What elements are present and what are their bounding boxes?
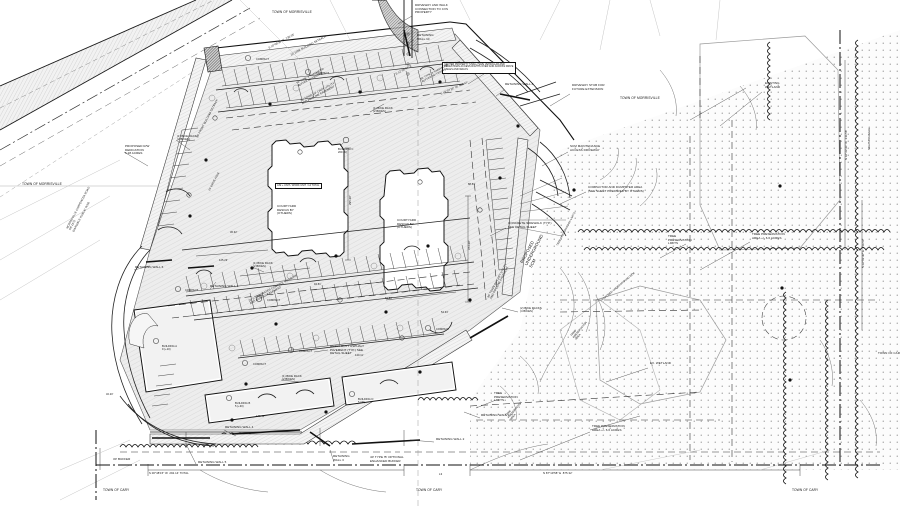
retaining-walls (145, 29, 531, 447)
sight-triangle (761, 295, 807, 341)
wetland-woods-area (470, 30, 900, 470)
survey-linework (0, 0, 831, 501)
leader-lines (123, 15, 763, 465)
boundary-hatch-block (203, 45, 223, 73)
side-property-lines (95, 30, 841, 506)
keynote-markers (153, 55, 483, 401)
scm-access-drive (519, 141, 573, 237)
easement-lines (120, 56, 880, 462)
contour-lines (199, 69, 877, 493)
entry-drives (111, 188, 217, 447)
utility-structures (188, 80, 792, 422)
building-interior-shade (136, 302, 454, 421)
